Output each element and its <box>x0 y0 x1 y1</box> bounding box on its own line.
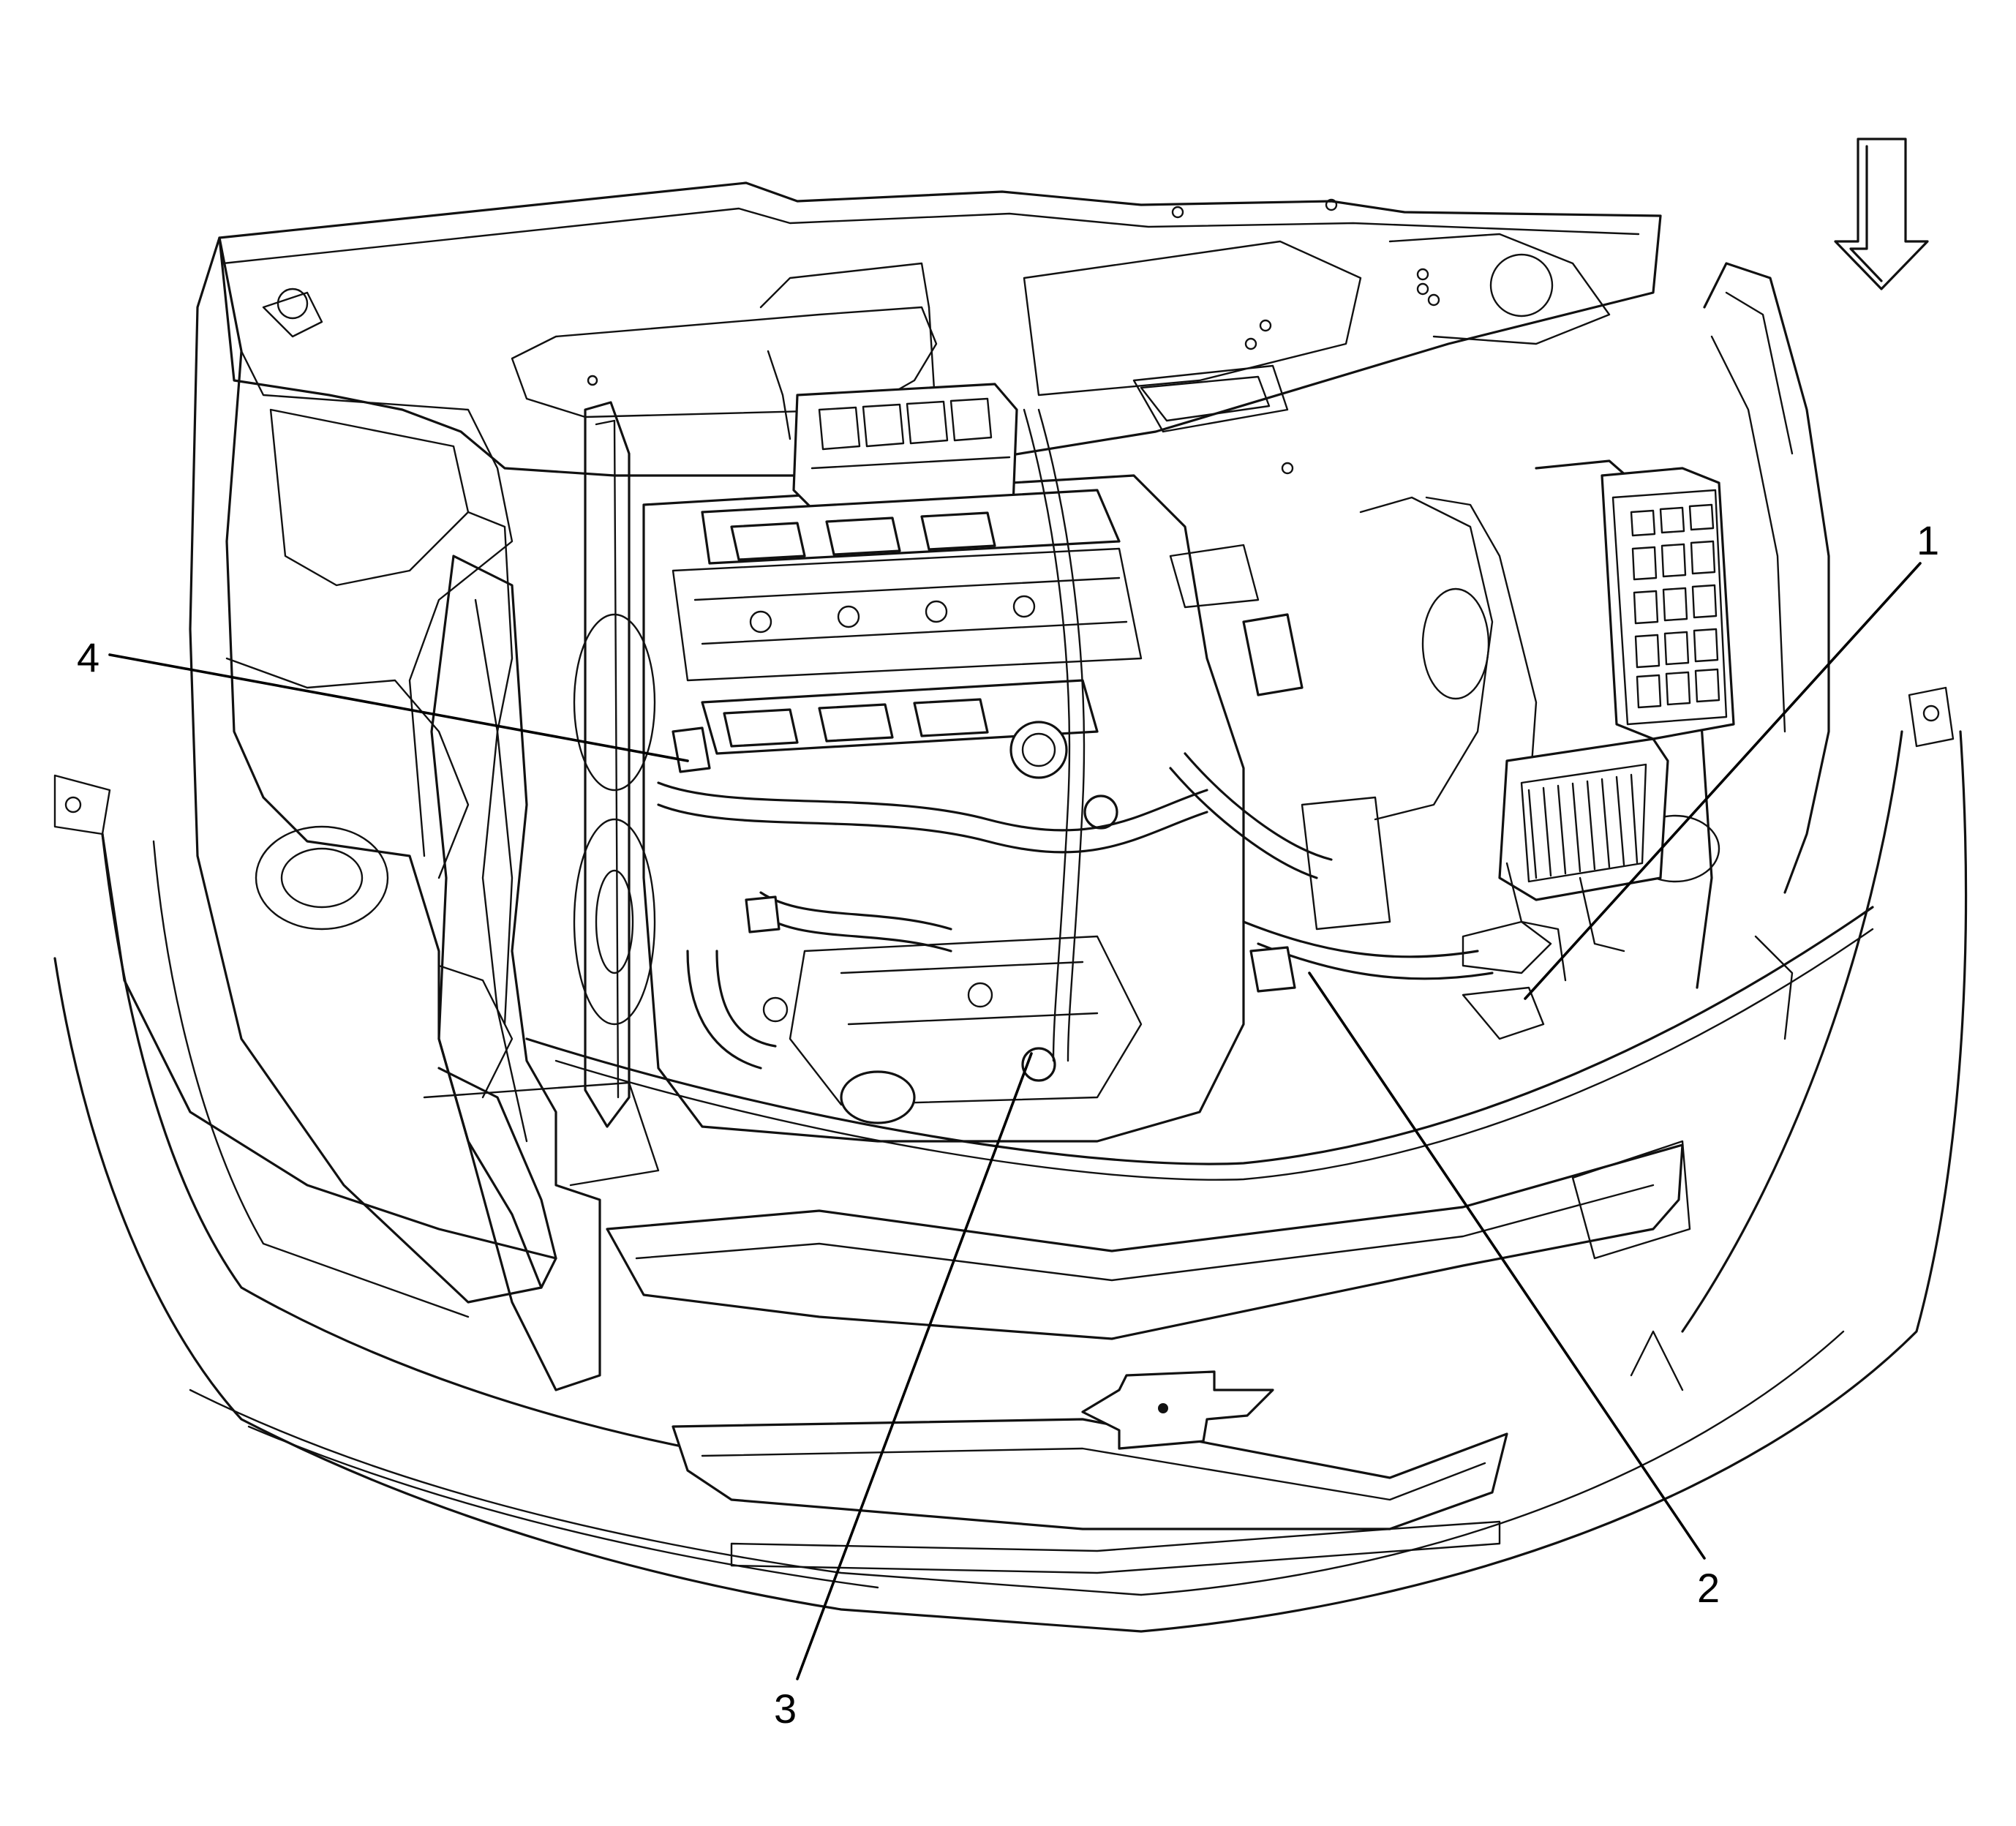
down-arrow-icon <box>1834 138 1929 290</box>
leader-line-2 <box>1308 972 1706 1560</box>
left-radiator-support <box>423 555 660 1391</box>
callout-3: 3 <box>774 1686 797 1732</box>
engine-bay-right <box>1169 496 1494 931</box>
leader-line-4 <box>108 653 689 762</box>
callout-1: 1 <box>1917 517 1939 563</box>
cowl-panel <box>218 181 1662 477</box>
engine-control-module <box>1462 737 1669 1040</box>
bowtie-emblem-icon <box>1081 1370 1274 1450</box>
leader-line-3 <box>796 1052 1033 1680</box>
front-bumper-fascia <box>53 686 1968 1633</box>
callout-leaders <box>108 562 1922 1680</box>
leader-line-1 <box>1524 562 1922 1000</box>
left-fender <box>189 236 543 1304</box>
right-fender <box>1425 262 1830 1040</box>
callout-2: 2 <box>1697 1565 1720 1611</box>
callout-4: 4 <box>77 634 99 680</box>
radiator-fan <box>573 401 656 1128</box>
engine-assembly <box>642 350 1494 1143</box>
fuse-relay-box <box>1601 467 1735 740</box>
